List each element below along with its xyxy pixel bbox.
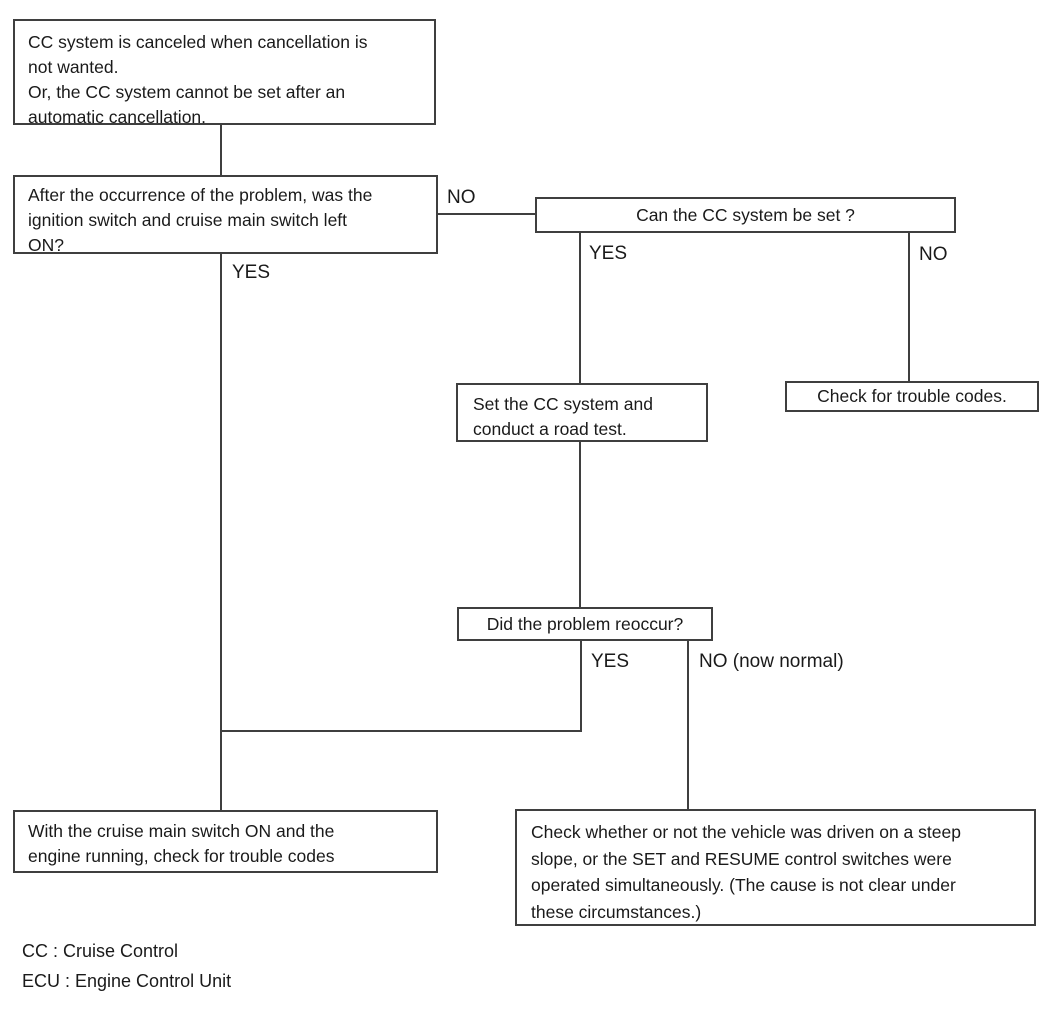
node-problem-statement: CC system is canceled when cancellation … — [13, 19, 436, 127]
node-set-cc-road-test: Set the CC system and conduct a road tes… — [456, 383, 708, 442]
node-check-codes-engine-running: With the cruise main switch ON and the e… — [13, 810, 438, 873]
node-ignition-switch-question: After the occurrence of the problem, was… — [13, 175, 438, 255]
connector-ignition-yes-vertical — [220, 253, 222, 812]
connector-reoccur-no-vertical — [687, 639, 689, 811]
edge-label-reoccur-no: NO (now normal) — [699, 651, 844, 672]
edge-label-ignition-no: NO — [447, 187, 476, 208]
edge-label-reoccur-yes: YES — [591, 651, 630, 672]
edge-label-canset-yes: YES — [589, 243, 628, 264]
legend-cc: CC : Cruise Control — [22, 941, 179, 961]
connector-canset-yes-vertical — [579, 231, 581, 385]
edge-label-canset-no: NO — [919, 244, 948, 265]
abbreviation-legend: CC : Cruise Control ECU : Engine Control… — [22, 936, 231, 996]
connector-start-to-ignition — [220, 124, 222, 177]
node-can-cc-be-set-question: Can the CC system be set ? — [535, 197, 956, 233]
connector-ignition-no-horizontal — [436, 213, 537, 215]
connector-reoccur-yes-vertical — [580, 639, 582, 732]
edge-label-ignition-yes: YES — [232, 262, 271, 283]
connector-canset-no-vertical — [908, 231, 910, 383]
node-check-steep-slope: Check whether or not the vehicle was dri… — [515, 809, 1036, 926]
node-check-trouble-codes: Check for trouble codes. — [785, 381, 1039, 412]
connector-roadtest-to-reoccur — [579, 440, 581, 609]
legend-ecu: ECU : Engine Control Unit — [22, 971, 232, 991]
node-problem-reoccur-question: Did the problem reoccur? — [457, 607, 713, 641]
connector-reoccur-yes-horizontal — [220, 730, 582, 732]
